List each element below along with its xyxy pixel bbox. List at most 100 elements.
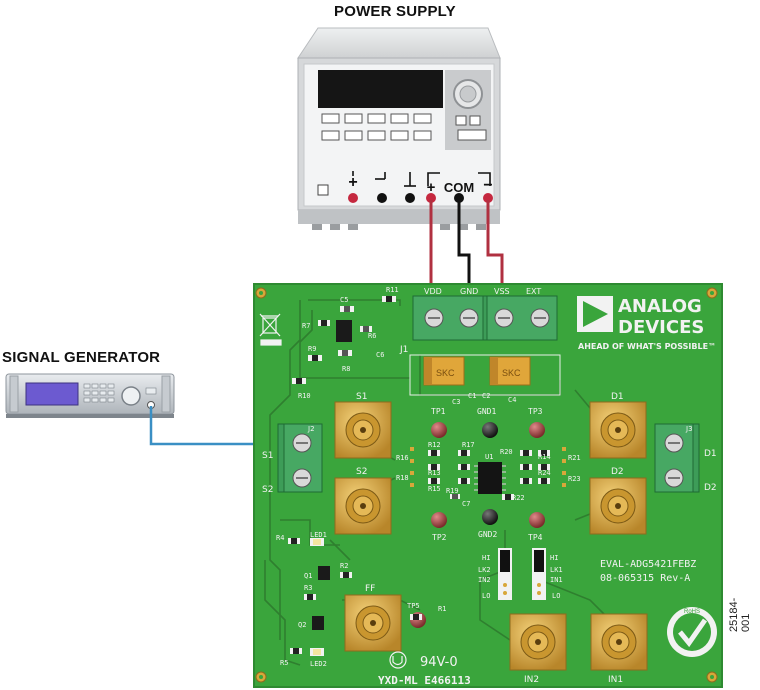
psu-keypad [321, 113, 432, 141]
side-d1-label: D1 [704, 449, 717, 459]
r4-label: R4 [276, 534, 284, 542]
r12-label: R12 [428, 441, 441, 449]
generator-screen [25, 382, 79, 406]
pcb-outline-silk [409, 354, 561, 396]
tp2-label: TP2 [432, 533, 447, 542]
signal-input-terminal-j2[interactable] [277, 423, 323, 493]
r21-label: R21 [568, 454, 581, 462]
r24-label: R24 [538, 469, 551, 477]
in2-jumper-label: IN2 [478, 576, 491, 584]
jumper-lk2[interactable] [498, 548, 512, 600]
r8-label: R8 [342, 365, 350, 373]
signal-generator-label: SIGNAL GENERATOR [2, 349, 161, 366]
sma-ff[interactable] [344, 594, 402, 652]
power-supply-label: POWER SUPPLY [334, 3, 456, 20]
r19-label: R19 [446, 487, 459, 495]
r5-label: R5 [280, 659, 288, 667]
r15-label: R15 [428, 485, 441, 493]
central-components [410, 447, 566, 500]
sma-in1[interactable] [590, 613, 648, 671]
smd-cluster-bottom-left [288, 538, 422, 656]
brand-line1: ANALOG [618, 296, 702, 317]
power-supply: + + COM − [297, 27, 501, 230]
power-terminal-block[interactable] [412, 295, 558, 341]
psu-power-switch[interactable] [317, 184, 329, 196]
psu-terminal-plus-left[interactable]: + [348, 171, 358, 203]
psu-terminal-ground[interactable] [404, 172, 416, 203]
sma-d2-label: D2 [611, 467, 624, 477]
psu-plus2-label: + [427, 179, 436, 196]
sma-s1[interactable] [334, 401, 392, 459]
psu-output-com[interactable]: COM [444, 180, 474, 203]
tp3-label: TP3 [528, 407, 543, 416]
r13-label: R13 [428, 469, 441, 477]
r2-label: R2 [340, 562, 348, 570]
psu-display [318, 70, 443, 108]
psu-minus2-label: − [483, 177, 492, 194]
r23-label: R23 [568, 475, 581, 483]
ul-code: YXD-ML E466113 [378, 674, 471, 687]
u1-label: U1 [485, 453, 493, 461]
tp4[interactable] [529, 512, 545, 528]
sma-s2-label: S2 [356, 467, 367, 477]
lo-left-label: LO [482, 592, 490, 600]
r1-label: R1 [438, 605, 446, 613]
r18-label: R18 [396, 474, 409, 482]
in1-jumper-label: IN1 [550, 576, 563, 584]
psu-plus-label: + [348, 174, 357, 191]
sma-in2[interactable] [509, 613, 567, 671]
terminal-vdd-label: VDD [424, 287, 442, 296]
brand-tagline: AHEAD OF WHAT'S POSSIBLE™ [578, 342, 716, 351]
r9-label: R9 [308, 345, 316, 353]
gnd2[interactable] [482, 509, 498, 525]
signal-generator [5, 373, 175, 418]
q1-label: Q1 [304, 572, 312, 580]
rohs-label: RoHS [684, 609, 700, 615]
sma-d1[interactable] [589, 401, 647, 459]
lk2-label: LK2 [478, 566, 491, 574]
c6-label: C6 [376, 351, 384, 359]
j2-label: J2 [307, 425, 315, 433]
lo-right-label: LO [552, 592, 560, 600]
psu-com-label: COM [444, 180, 474, 195]
r6-label: R6 [368, 332, 376, 340]
gnd2-label: GND2 [478, 530, 497, 539]
sma-d2[interactable] [589, 477, 647, 535]
gnd1[interactable] [482, 422, 498, 438]
c4-label: C4 [508, 396, 516, 404]
tp1[interactable] [431, 422, 447, 438]
r14-label: R14 [538, 453, 551, 461]
sma-s2[interactable] [334, 477, 392, 535]
terminal-ext-label: EXT [526, 287, 541, 296]
svg-text:SKC: SKC [436, 368, 455, 378]
side-s1-label: S1 [262, 451, 273, 461]
tp2[interactable] [431, 512, 447, 528]
r20-label: R20 [500, 448, 513, 456]
gnd1-label: GND1 [477, 407, 496, 416]
u1-chip [474, 462, 506, 494]
c7-label: C7 [462, 500, 470, 508]
psu-output-minus[interactable]: − [483, 177, 493, 203]
r7-label: R7 [302, 322, 310, 330]
analog-devices-logo: ANALOG DEVICES AHEAD OF WHAT'S POSSIBLE™ [577, 296, 716, 351]
tp3[interactable] [529, 422, 545, 438]
sma-s1-label: S1 [356, 392, 367, 402]
eval-board: VDD GND VSS EXT J1 ANALOG DEVICES AHEAD … [253, 283, 723, 688]
r22-label: R22 [512, 494, 525, 502]
smd-cluster-top-left [292, 296, 396, 384]
c1-label: C1 [468, 392, 476, 400]
board-name: EVAL-ADG5421FEBZ [600, 559, 696, 570]
r10-label: R10 [298, 392, 311, 400]
psu-terminal-minus-left[interactable] [375, 172, 387, 203]
weee-bin-icon [259, 313, 282, 346]
sma-in1-label: IN1 [608, 675, 623, 685]
j3-label: J3 [685, 425, 693, 433]
jumper-lk1[interactable] [532, 548, 546, 600]
output-terminal-j3[interactable] [654, 423, 700, 493]
ul-mark: 94V-0 [420, 655, 458, 670]
generator-knob[interactable] [121, 386, 141, 406]
psu-output-plus[interactable]: + [426, 179, 436, 203]
board-rev: 08-065315 Rev-A [600, 573, 690, 584]
wire-signal [149, 406, 300, 446]
